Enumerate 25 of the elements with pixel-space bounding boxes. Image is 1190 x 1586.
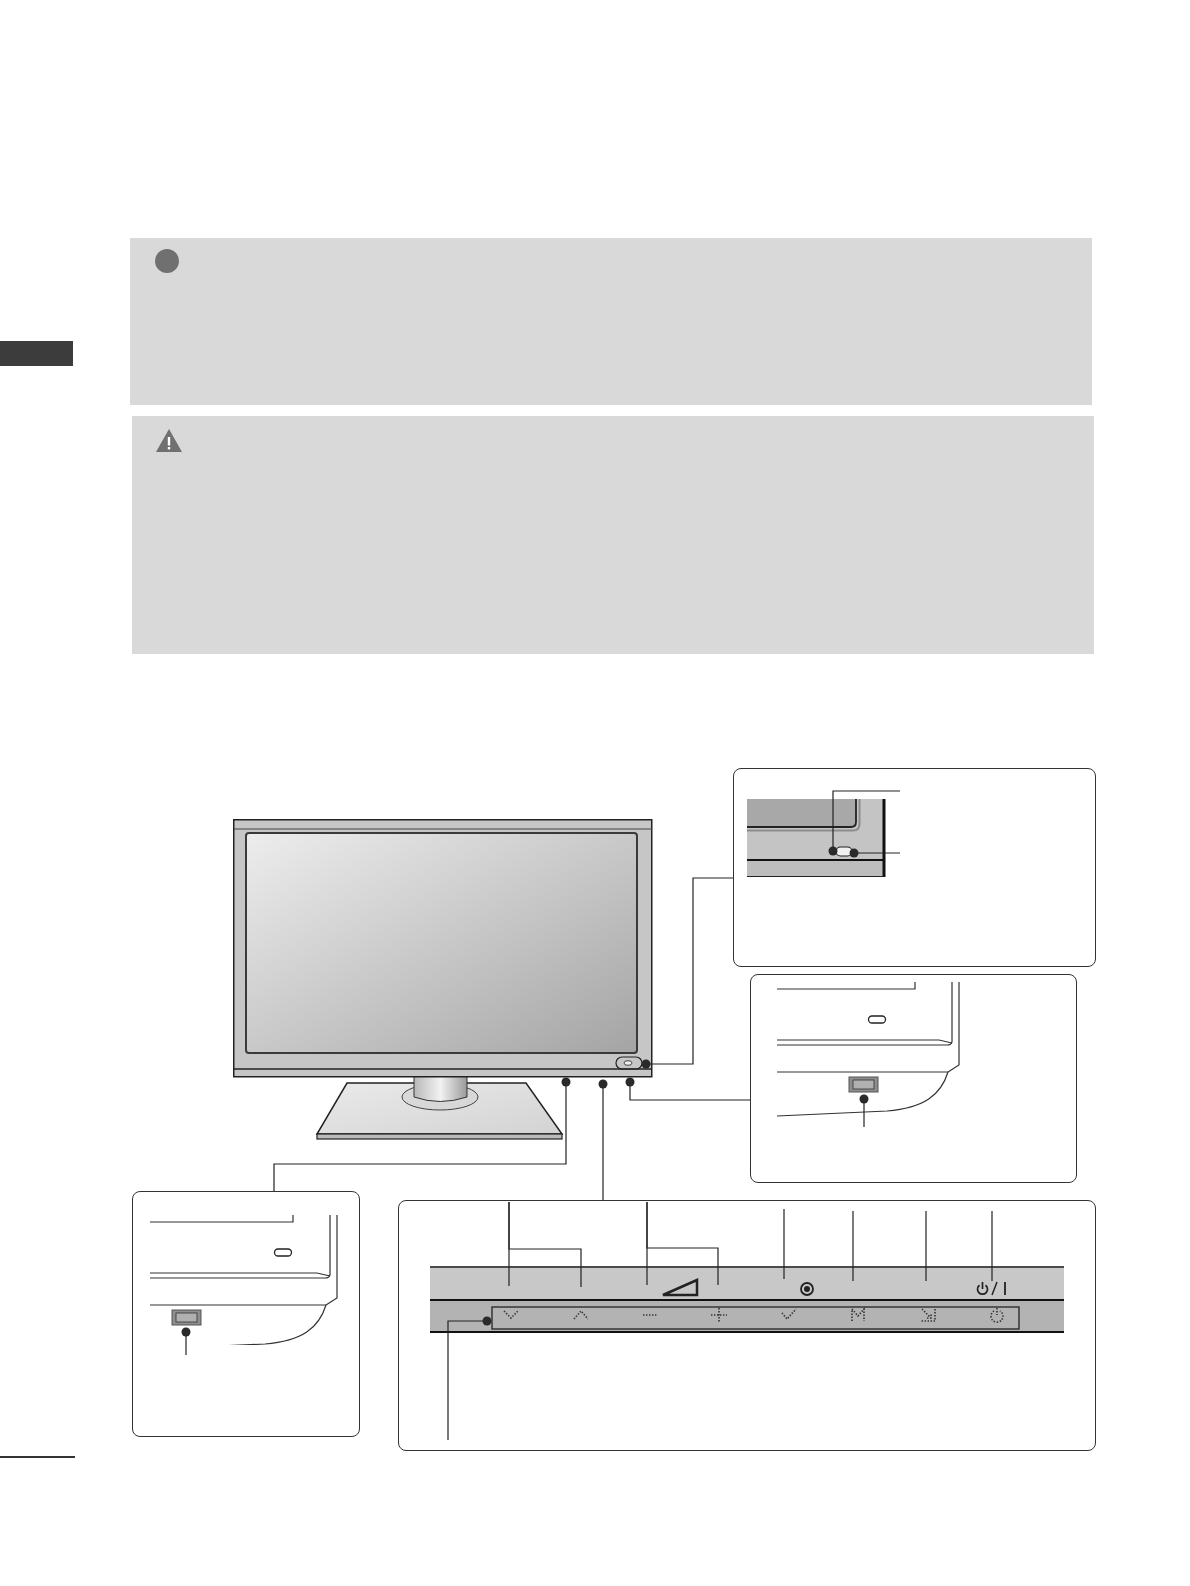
closeup-illustration xyxy=(746,798,886,877)
leader-line xyxy=(598,1079,608,1201)
leader-line xyxy=(625,1077,751,1101)
monitor-illustration xyxy=(233,819,653,1141)
callout-panel xyxy=(132,1191,360,1437)
callout-panel xyxy=(733,768,1096,967)
closeup-illustration xyxy=(149,1214,338,1345)
leader-line xyxy=(783,1208,785,1280)
leader-line xyxy=(991,1210,993,1282)
leader-line xyxy=(273,1077,571,1192)
section-tab xyxy=(0,341,73,366)
leader-line xyxy=(447,1316,492,1441)
leader-line xyxy=(852,1210,854,1282)
leader-line xyxy=(828,790,901,856)
leader-line xyxy=(181,1327,191,1356)
callout-panel xyxy=(398,1200,1096,1451)
leader-line xyxy=(849,848,901,858)
leader-line xyxy=(646,1201,719,1286)
leader-line xyxy=(859,1094,869,1128)
control-strip-illustration xyxy=(429,1265,1064,1333)
callout-panel xyxy=(750,974,1077,1183)
closeup-illustration xyxy=(776,981,960,1119)
leader-line xyxy=(925,1210,927,1282)
leader-line xyxy=(508,1201,582,1288)
leader-line xyxy=(641,877,734,1069)
